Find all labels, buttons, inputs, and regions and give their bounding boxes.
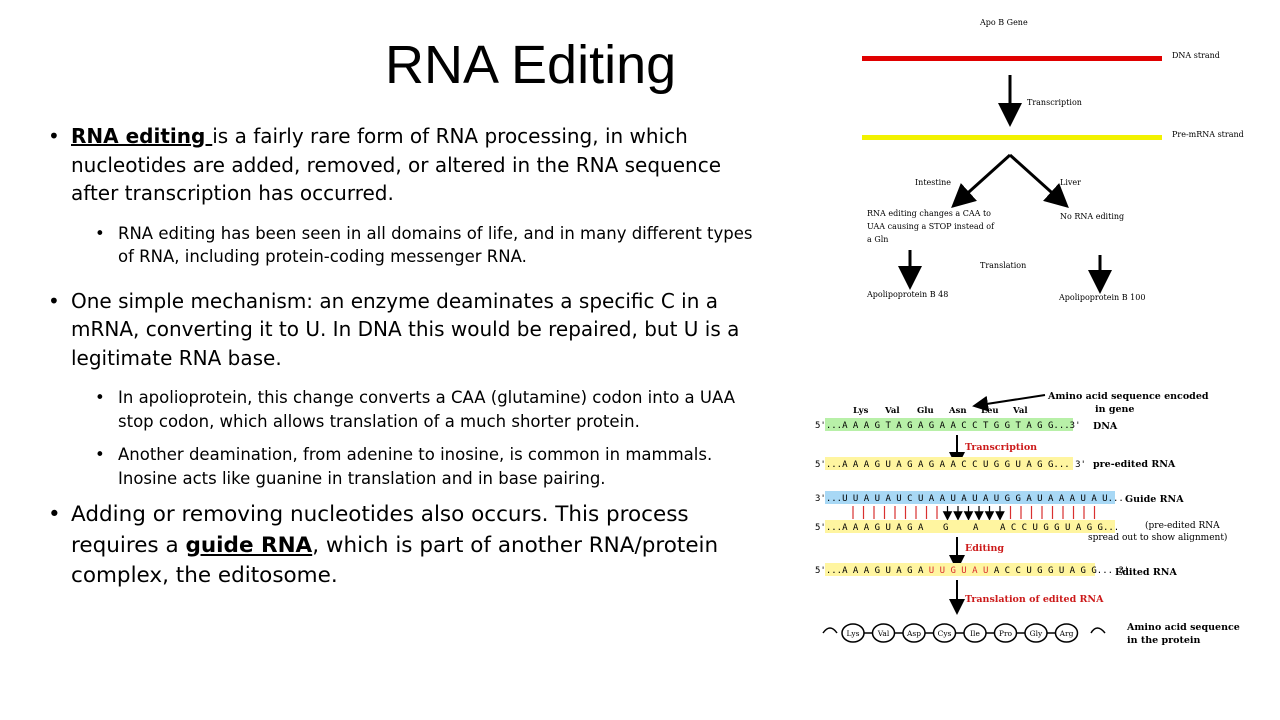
edited-rna-label: Edited RNA bbox=[1115, 567, 1177, 578]
apo-b-diagram: Apo B Gene DNA strand Transcription Pre-… bbox=[862, 18, 1244, 302]
spread-sequence: A C C U G G U A G G... bbox=[1000, 523, 1119, 533]
amino-acid-row: Lys Val Glu Asn Leu Val bbox=[853, 406, 1028, 416]
bullet-mechanism: One simple mechanism: an enzyme deaminat… bbox=[48, 287, 770, 373]
bullet-list: RNA editing is a fairly rare form of RNA… bbox=[48, 122, 770, 606]
transcription-label: Transcription bbox=[965, 442, 1037, 453]
pre-rna-highlight bbox=[825, 457, 1073, 470]
protein-header-line: Amino acid sequence bbox=[1126, 622, 1240, 633]
amino-acid-bead bbox=[1054, 623, 1079, 643]
dna-strand-label: DNA strand bbox=[1172, 51, 1220, 60]
bullet-text: , which is part of another RNA/protein c… bbox=[71, 532, 719, 589]
apo48-label: Apolipoprotein B 48 bbox=[866, 290, 948, 299]
intestine-label: Intestine bbox=[915, 178, 951, 187]
premrna-strand-bar bbox=[862, 135, 1162, 140]
amino-acid-label: Asp bbox=[906, 629, 921, 638]
guide-rna-sequence: 3'...U U A U A U C U A A U A U A U G G A… bbox=[815, 494, 1124, 504]
chain-end-icon bbox=[1090, 627, 1106, 634]
no-editing-label: No RNA editing bbox=[1060, 212, 1124, 221]
edited-part: A C C U G G U A G G... 3' bbox=[988, 566, 1129, 576]
guide-rna-highlight bbox=[825, 491, 1115, 504]
chain-end-icon bbox=[822, 627, 838, 634]
editing-label: Editing bbox=[965, 543, 1004, 554]
amino-acid-label: Val bbox=[884, 406, 900, 416]
amino-acid-label: Pro bbox=[999, 629, 1013, 638]
amino-acid-label: Lys bbox=[853, 406, 869, 416]
bullet-text: Adding or removing nucleotides also occu… bbox=[71, 502, 689, 558]
translation-label: Translation bbox=[980, 261, 1026, 270]
sub-bullet-apolioprotein: In apolioprotein, this change converts a… bbox=[48, 386, 770, 433]
edited-rna-highlight bbox=[825, 563, 1095, 576]
translation-edited-label: Translation of edited RNA bbox=[965, 594, 1104, 605]
dna-highlight bbox=[825, 418, 1073, 431]
protein-header-line: in the protein bbox=[1127, 635, 1200, 646]
premrna-strand-label: Pre-mRNA strand bbox=[1172, 130, 1244, 139]
pointer-arrow-icon bbox=[972, 394, 1046, 412]
sub-bullet-domains: RNA editing has been seen in all domains… bbox=[48, 222, 770, 269]
amino-acid-label: Lys bbox=[847, 629, 860, 638]
transcription-label: Transcription bbox=[1027, 98, 1082, 107]
spread-note-line: spread out to show alignment) bbox=[1088, 532, 1227, 543]
apo-gene-label: Apo B Gene bbox=[979, 18, 1028, 27]
amino-acid-label: Asn bbox=[948, 406, 967, 416]
spread-rna-highlight bbox=[825, 520, 1115, 533]
term-rna-editing: RNA editing bbox=[71, 124, 213, 148]
amino-acid-label: Ile bbox=[970, 629, 980, 638]
sub-bullet-inosine: Another deamination, from adenine to ino… bbox=[48, 443, 770, 490]
slide-title: RNA Editing bbox=[385, 35, 677, 95]
editing-note-line: RNA editing changes a CAA to bbox=[867, 209, 991, 218]
liver-label: Liver bbox=[1060, 178, 1081, 187]
arrow-left-icon bbox=[951, 153, 1012, 209]
apo100-label: Apolipoprotein B 100 bbox=[1058, 293, 1145, 302]
amino-acid-label: Gly bbox=[1030, 629, 1043, 638]
header-line: in gene bbox=[1095, 404, 1134, 415]
pre-rna-sequence: 5'...A A A G U A G A G A A C C U G G U A… bbox=[815, 460, 1086, 470]
dna-label: DNA bbox=[1093, 421, 1118, 432]
term-guide-rna: guide RNA bbox=[185, 532, 313, 558]
amino-acid-label: Leu bbox=[981, 406, 999, 416]
dna-sequence: 5'...A A A G T A G A G A A C C T G G T A… bbox=[815, 421, 1081, 431]
protein-chain: Lys Val Asp Cys Ile Pro Gly Arg bbox=[822, 623, 1106, 643]
edited-part: 5'...A A A G U A G A bbox=[815, 566, 929, 576]
edited-bases: U U G U A U bbox=[929, 566, 989, 576]
amino-acid-label: Glu bbox=[917, 406, 934, 416]
header-line: Amino acid sequence encoded bbox=[1047, 391, 1209, 402]
arrow-right-icon bbox=[1008, 153, 1069, 209]
amino-acid-label: Val bbox=[1012, 406, 1028, 416]
amino-acid-label: Val bbox=[877, 629, 890, 638]
spread-base: A bbox=[973, 523, 979, 533]
base-pair-lines bbox=[852, 506, 1096, 521]
spread-sequence: 5'...A A A G U A G A bbox=[815, 523, 924, 533]
pre-rna-label: pre-edited RNA bbox=[1093, 459, 1176, 470]
bullet-text: is a fairly rare form of RNA processing,… bbox=[71, 124, 721, 205]
amino-acid-label: Arg bbox=[1059, 629, 1074, 638]
dna-strand-bar bbox=[862, 56, 1162, 61]
spread-note-line: (pre-edited RNA bbox=[1145, 520, 1220, 531]
edited-sequence: 5'...A A A G U A G A U U G U A U A C C U… bbox=[815, 566, 1129, 576]
bullet-guide-rna: Adding or removing nucleotides also occu… bbox=[48, 500, 770, 592]
spread-base: G bbox=[943, 523, 948, 533]
editing-note-line: UAA causing a STOP instead of bbox=[867, 222, 995, 231]
bullet-rna-editing: RNA editing is a fairly rare form of RNA… bbox=[48, 122, 770, 208]
guide-rna-label: Guide RNA bbox=[1125, 494, 1184, 505]
amino-acid-label: Cys bbox=[938, 629, 952, 638]
editing-note-line: a Gln bbox=[867, 235, 888, 244]
